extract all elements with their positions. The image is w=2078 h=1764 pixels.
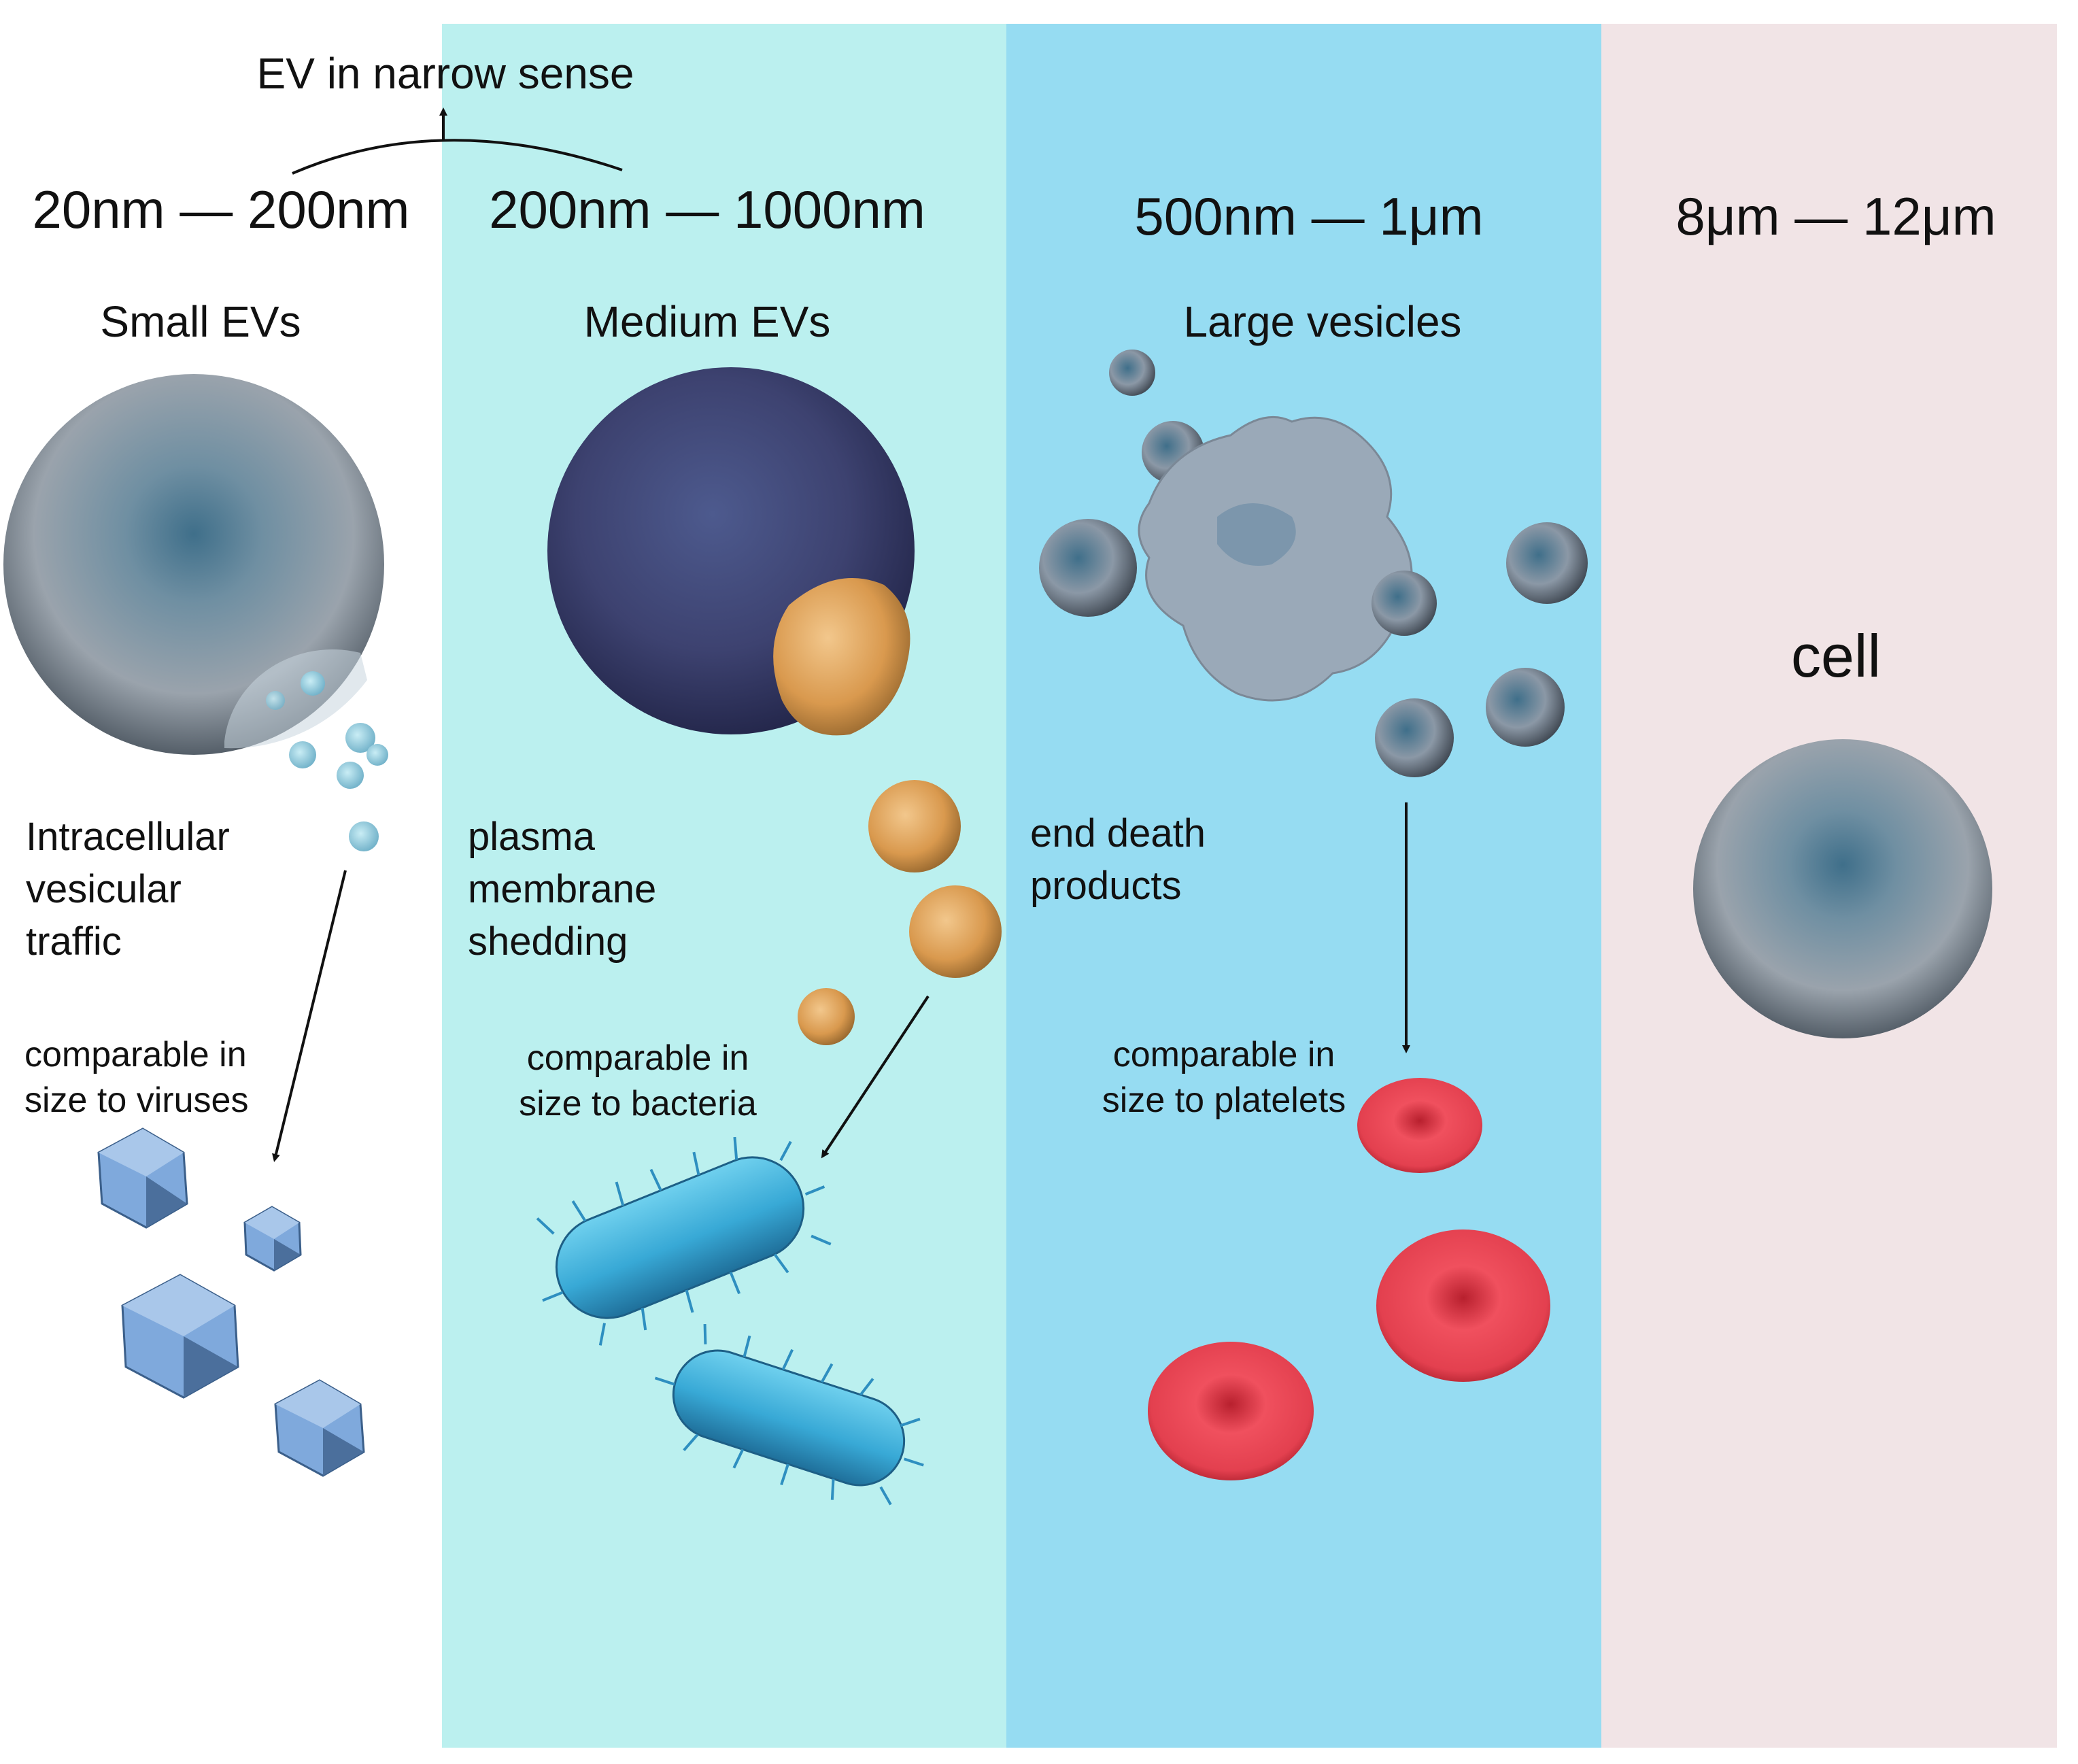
origin-medium-line-2: membrane [468,867,656,911]
size-range-small: 20nm — 200nm [33,180,410,239]
virus-icon [97,1127,365,1477]
origin-large-line-2: products [1030,864,1181,908]
microvesicle-icon [547,367,1002,1045]
comparison-large-line-1: comparable in [1113,1035,1335,1074]
cell-icon [1693,739,1992,1038]
platelet-icon [1148,1078,1550,1480]
comparison-large-line-2: size to platelets [1102,1081,1346,1120]
vesicle-icon [3,374,388,851]
origin-medium-line-1: plasma [468,815,596,859]
category-large-vesicles: Large vesicles [1183,297,1461,346]
band-large-vesicles [1006,24,1601,1748]
size-range-large: 500nm — 1μm [1134,186,1483,246]
origin-small-line-1: Intracellular [26,815,230,859]
category-cell: cell [1791,622,1881,690]
comparison-medium-line-1: comparable in [527,1038,749,1078]
origin-small-line-3: traffic [26,919,122,964]
category-small-evs: Small EVs [100,297,301,346]
bacteria-icon [536,1136,924,1506]
arrow-small-to-viruses [272,870,347,1162]
origin-medium-line-3: shedding [468,919,628,964]
comparison-small-line-1: comparable in [24,1035,247,1074]
apoptotic-body-icon [1039,350,1588,777]
narrow-sense-bracket [292,139,623,175]
comparison-medium-line-2: size to bacteria [519,1084,757,1123]
size-range-medium: 200nm — 1000nm [489,180,925,239]
narrow-sense-label: EV in narrow sense [257,49,634,98]
size-range-cell: 8μm — 12μm [1675,186,1996,246]
comparison-small-line-2: size to viruses [24,1081,248,1120]
arrow-medium-to-bacteria [821,995,930,1159]
category-medium-evs: Medium EVs [584,297,831,346]
origin-small-line-2: vesicular [26,867,182,911]
origin-large-line-1: end death [1030,811,1206,855]
